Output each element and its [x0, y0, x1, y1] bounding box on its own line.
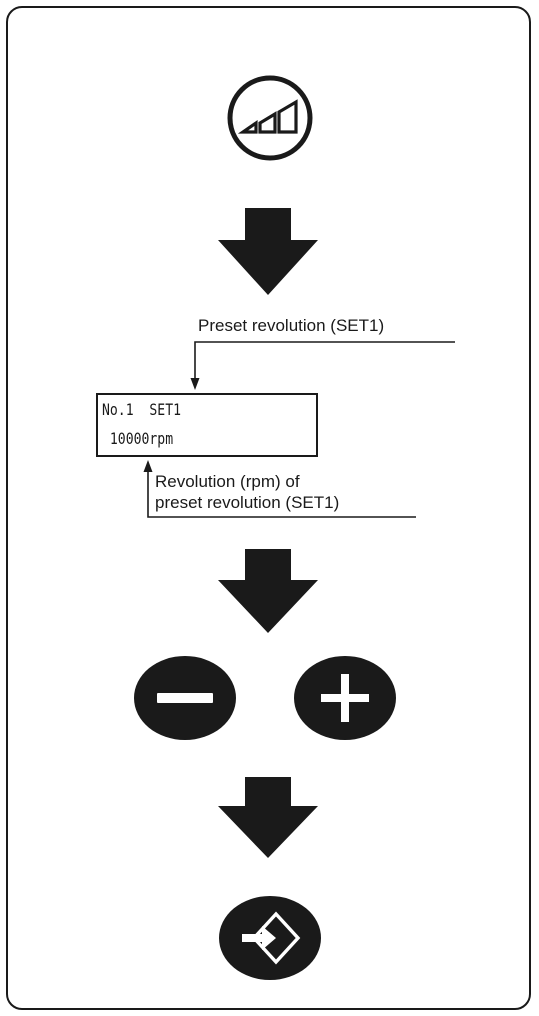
- preset-callout-label: Preset revolution (SET1): [198, 316, 385, 335]
- preset-callout-arrowhead: [190, 378, 200, 390]
- revolution-callout-label-line1: Revolution (rpm) of: [155, 472, 300, 491]
- lcd-line-1: No.1 SET1: [102, 400, 181, 419]
- diagram-frame: [6, 6, 531, 1010]
- down-arrow-2: [218, 549, 318, 633]
- down-arrow-1: [218, 208, 318, 295]
- revolution-callout-line: [147, 470, 416, 518]
- enter-button[interactable]: [219, 896, 321, 980]
- enter-arrow-icon: [251, 911, 301, 965]
- preset-callout-line: [194, 341, 455, 380]
- speed-level-icon: [237, 99, 298, 134]
- speed-level-button[interactable]: [227, 75, 313, 161]
- plus-icon: [321, 674, 369, 722]
- enter-arrow-icon-shaft: [242, 926, 276, 950]
- revolution-callout-arrowhead: [143, 460, 153, 472]
- lcd-display: No.1 SET1 10000rpm: [96, 393, 318, 457]
- revolution-callout-label-line2: preset revolution (SET1): [155, 493, 340, 512]
- plus-button[interactable]: [294, 656, 396, 740]
- minus-icon: [157, 693, 213, 703]
- minus-button[interactable]: [134, 656, 236, 740]
- lcd-line-2: 10000rpm: [102, 429, 174, 448]
- down-arrow-3: [218, 777, 318, 858]
